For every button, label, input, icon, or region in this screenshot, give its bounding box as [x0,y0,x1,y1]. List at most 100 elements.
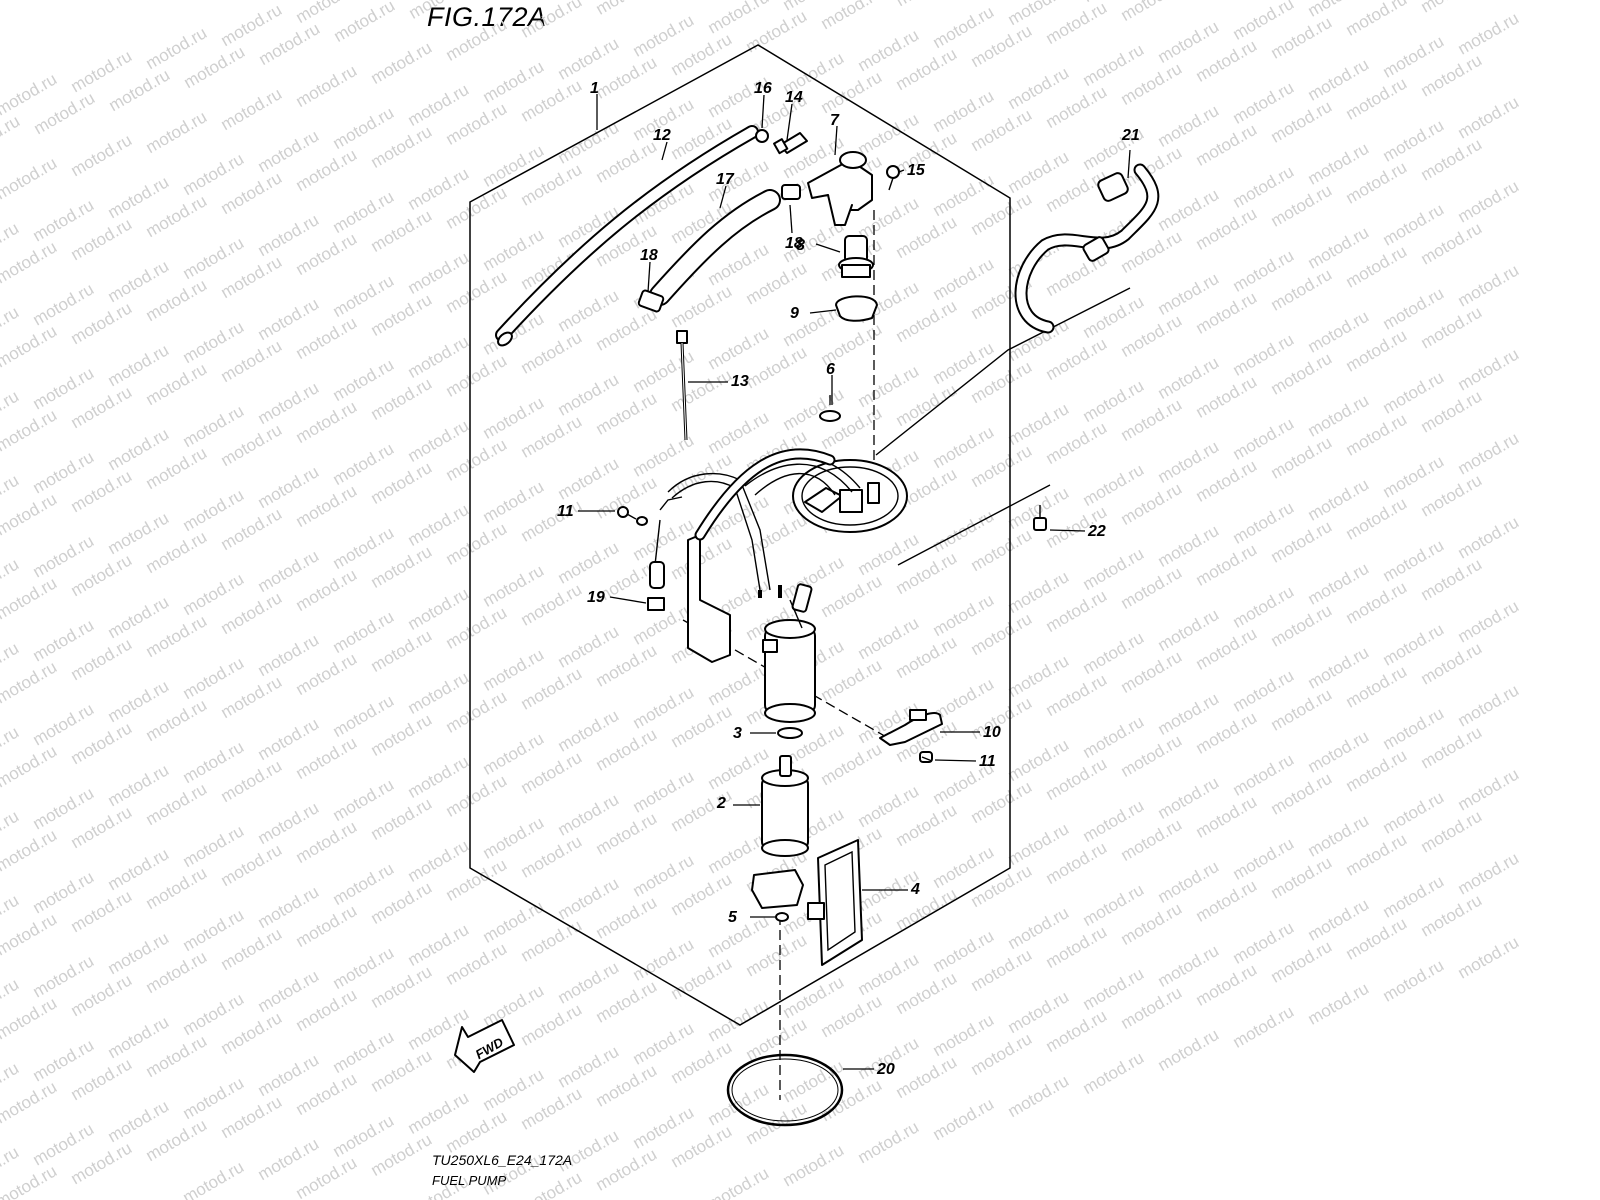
part-label: 10 [983,724,1001,741]
part-label: 22 [1087,523,1106,540]
part-label: 13 [731,373,749,390]
part-label: 14 [785,89,803,106]
watermark-text: motod.ru [0,1077,60,1127]
watermark-text: motod.ru [180,1157,248,1200]
watermark-text: motod.ru [1418,0,1486,17]
part-label: 8 [796,237,805,254]
watermark-text: motod.ru [1455,93,1523,143]
watermark-text: motod.ru [1455,513,1523,563]
watermark-text: motod.ru [1455,429,1523,479]
watermark-text: motod.ru [0,153,60,203]
breather-hose [495,125,759,347]
watermark-text: motod.ru [1455,345,1523,395]
part-labels: 1 2 3 4 5 6 7 8 9 10 11 11 12 13 14 15 1… [557,80,1140,1078]
part-label: 5 [728,909,738,926]
watermark-text: motod.ru [0,993,60,1043]
short-hose [649,189,781,306]
part-label: 18 [640,247,658,264]
watermark-text: motod.ru [0,321,60,371]
watermark-text: motod.ru [443,15,511,65]
watermark-text: motod.ru [0,741,60,791]
watermark-text: motod.ru [1455,177,1523,227]
watermark-text: motod.ru [1380,956,1448,1006]
watermark-text: motod.ru [1118,0,1186,25]
watermark-text: motod.ru [1455,849,1523,899]
diagram-code: TU250XL6_E24_172A [432,1152,573,1168]
part-label: 21 [1121,127,1140,144]
o-ring-3 [777,727,803,739]
watermark-text: motod.ru [0,909,60,959]
leader-lines [578,94,1131,1070]
pump-bracket [879,709,943,746]
screw-15 [886,165,900,191]
o-ring-6 [819,410,841,422]
fuel-feed-hose [1014,163,1160,334]
figure-title: FIG.172A [427,2,547,32]
pressure-regulator [838,235,874,278]
watermark-text: motod.ru [0,489,60,539]
watermark-text: motod.ru [705,1164,773,1200]
part-label: 16 [754,80,772,97]
watermark-text: motod.ru [518,0,586,42]
watermark-text: motod.ru [1080,1048,1148,1098]
check-valve-body [807,151,873,226]
part-label: 12 [653,127,671,144]
watermark-text: motod.ru [1155,1025,1223,1075]
watermark-text: motod.ru [0,657,60,707]
watermark-text: motod.ru [1005,1071,1073,1121]
filter-clip [775,912,789,922]
part-label: 18 [785,235,803,252]
watermark-text: motod.ru [218,84,286,134]
diagram-name: FUEL PUMP [432,1173,507,1188]
part-label: 1 [590,80,599,97]
hose-clamp-lower [637,289,665,313]
watermark-text: motod.ru [818,0,886,33]
watermark-text: motod.ru [368,38,436,88]
part-label: 2 [716,795,726,812]
cable-tie [676,330,688,441]
screw-11-upper [617,506,648,526]
watermark-text: motod.ru [0,825,60,875]
watermark-text: motod.ru [0,111,23,161]
watermark-text: motod.ru [593,0,661,19]
watermark-text: motod.ru [780,1140,848,1190]
watermark-text: motod.ru [68,130,136,180]
assembly-frame [469,44,1011,1026]
fwd-direction-arrow: FWD [454,1019,515,1073]
watermark-text: motod.ru [930,1094,998,1144]
watermark-text: motod.ru [406,0,474,23]
watermark-text: motod.ru [855,1117,923,1167]
hose-joint [773,132,808,155]
regulator-clip [835,295,878,322]
part-label: 19 [587,589,605,606]
screw-11-lower [919,751,933,763]
part-label: 7 [830,112,840,129]
part-label: 15 [907,162,926,179]
hose-clamp-upper [781,184,801,200]
part-label: 4 [910,881,920,898]
part-label: 20 [876,1061,895,1078]
watermark-text: motod.ru [1455,933,1523,983]
watermark-text: motod.ru [0,405,60,455]
watermark-text: motod.ru [0,1161,60,1200]
fuel-pump-plate-assembly [649,448,908,723]
part-label: 11 [557,503,574,520]
watermark-text: motod.ru [1455,9,1523,59]
part-label: 11 [979,753,996,770]
part-label: 9 [790,305,799,322]
watermark-text: motod.ru [1455,681,1523,731]
tank-gasket [726,1053,844,1127]
watermark-text: motod.ru [1343,0,1411,40]
watermark-text: motod.ru [1193,0,1261,2]
part-label: 17 [716,171,735,188]
wire-clamp [647,597,665,611]
watermark-text: motod.ru [1455,597,1523,647]
watermark-text: motod.ru [293,61,361,111]
fuel-pump [761,755,809,857]
watermark-text: motod.ru [1043,0,1111,48]
part-label: 3 [733,725,742,742]
watermark-text: motod.ru [1230,1002,1298,1052]
watermark-text: motod.ru [0,573,60,623]
